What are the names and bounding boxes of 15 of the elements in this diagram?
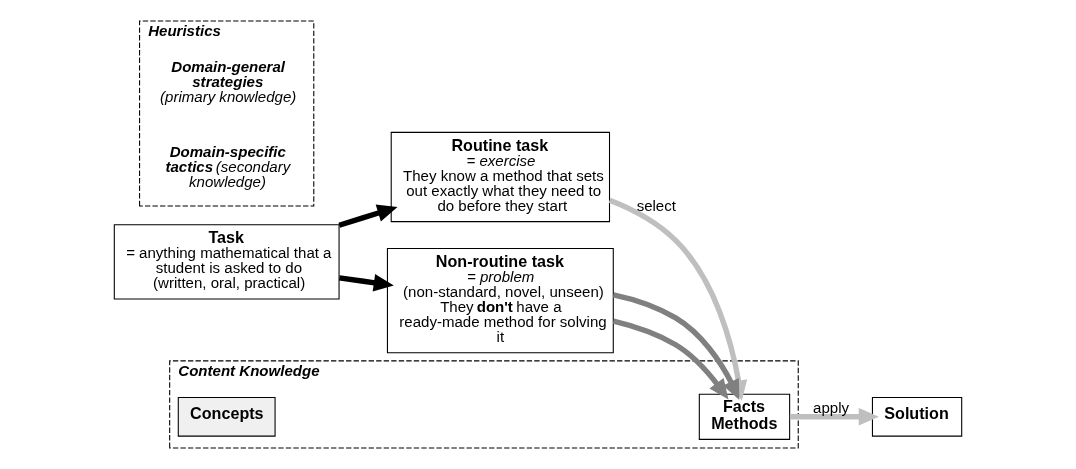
node-box: Non-routine task = problem (non-standard, novel, unseen) They don't have a ready-made method for solving it xyxy=(386,247,614,354)
node-box: Solution xyxy=(871,396,963,437)
node-box: Task = anything mathematical that a student is asked to do (written, oral, practical) xyxy=(113,224,340,300)
edge-label: select xyxy=(636,196,676,214)
arrow xyxy=(338,204,398,228)
arrow xyxy=(612,318,729,400)
node-text: Domain-general strategies (primary knowledge) xyxy=(160,57,297,105)
node-box: Facts Methods xyxy=(698,393,791,440)
edge-label: apply xyxy=(813,398,850,416)
node-box: Routine task = exercise They know a method that sets out exactly what they need to do before they start xyxy=(390,131,611,223)
arrow xyxy=(789,407,879,426)
node-box: Concepts xyxy=(177,396,276,437)
arrow xyxy=(612,292,740,400)
arrow xyxy=(339,274,394,292)
node-text: Domain-specific tactics (secondary knowledge) xyxy=(165,142,291,190)
